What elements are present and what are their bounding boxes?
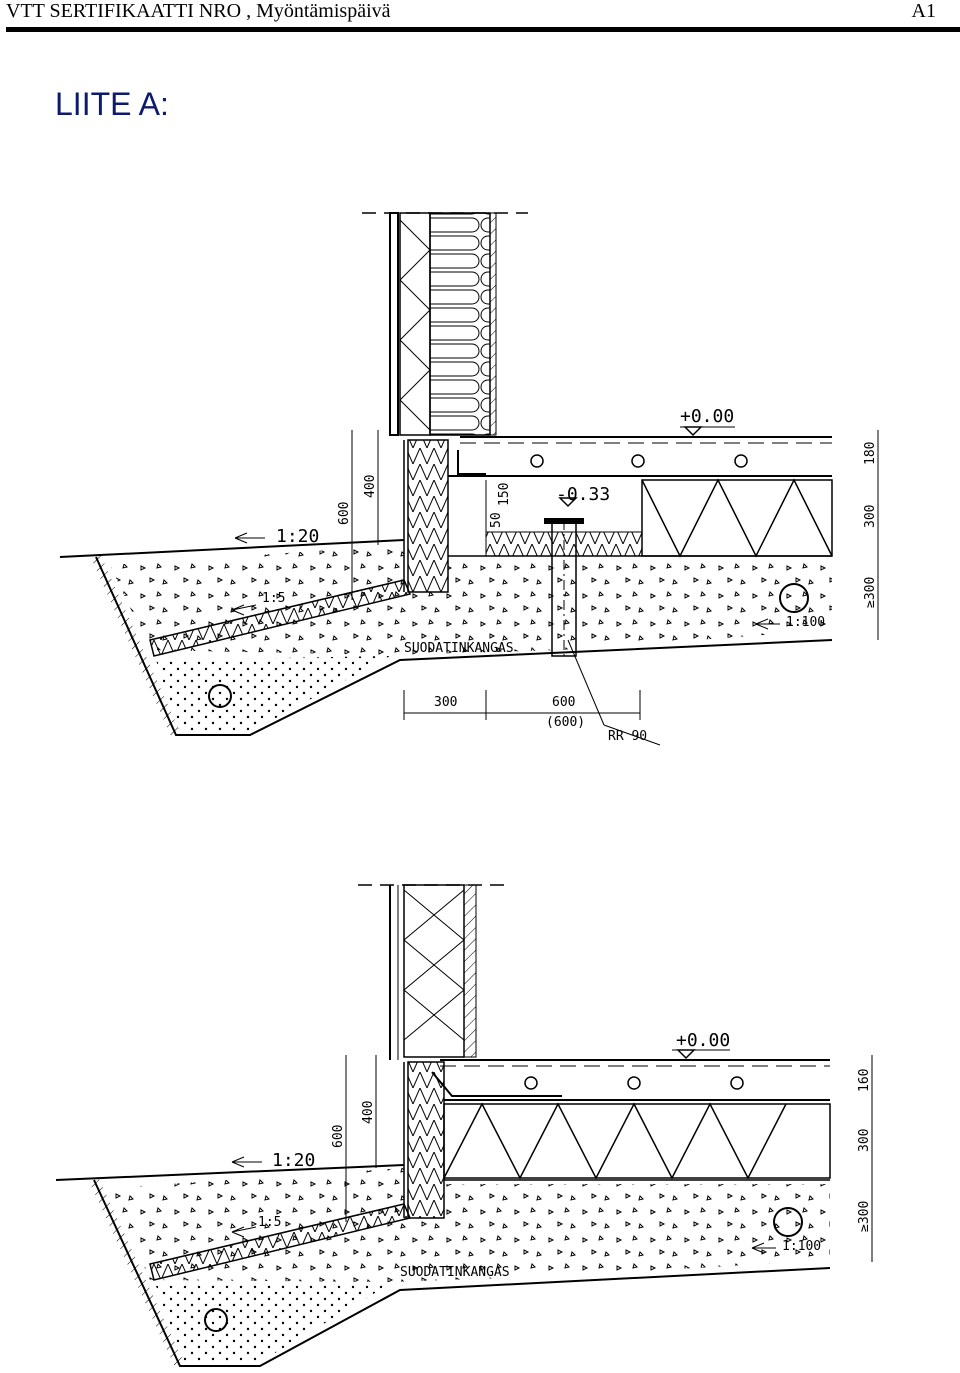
header-page-id: A1 [911,0,936,22]
filter-fabric-2: SUODATINKANGAS [400,1265,510,1280]
appendix-title: LIITE A: [55,86,169,122]
dim-h300-1: 300 [434,695,457,710]
header-title: VTT SERTIFIKAATTI NRO , Myöntämispäivä [6,0,391,22]
dim-400-2: 400 [361,1101,376,1124]
foundation-detail-1: +0.00 -0.33 1:20 1:5 1:100 SUODATINKANGA… [59,212,879,746]
slope-insulation-1: 1:5 [262,591,285,606]
slope-drain-2: 1:100 [782,1239,821,1254]
dim-ge300-2: ≥300 [857,1201,872,1232]
level-top-1: +0.00 [680,406,734,427]
header-rule [6,27,960,32]
dim-h600b-1: (600) [546,715,585,730]
level-top-2: +0.00 [676,1030,730,1051]
slope-ground-2: 1:20 [272,1150,315,1171]
dim-150-1: 150 [497,483,512,506]
slope-insulation-2: 1:5 [258,1215,281,1230]
pipe-label-1: RR 90 [608,729,647,744]
dim-50-1: 50 [489,512,504,528]
filter-fabric-1: SUODATINKANGAS [404,641,514,656]
slope-drain-1: 1:100 [786,615,825,630]
dim-600-2: 600 [331,1125,346,1148]
dim-160-2: 160 [857,1069,872,1092]
dim-400-1: 400 [363,475,378,498]
dim-ge300-1: ≥300 [863,577,878,608]
foundation-detail-2: +0.00 1:20 1:5 1:100 SUODATINKANGAS 600 … [55,884,873,1369]
dim-600-1: 600 [337,502,352,525]
dim-h600-1: 600 [552,695,575,710]
dim-300-2: 300 [857,1129,872,1152]
dim-180-1: 180 [863,442,878,465]
dim-300-1: 300 [863,505,878,528]
level-bottom-1: -0.33 [556,484,610,505]
slope-ground-1: 1:20 [276,526,319,547]
